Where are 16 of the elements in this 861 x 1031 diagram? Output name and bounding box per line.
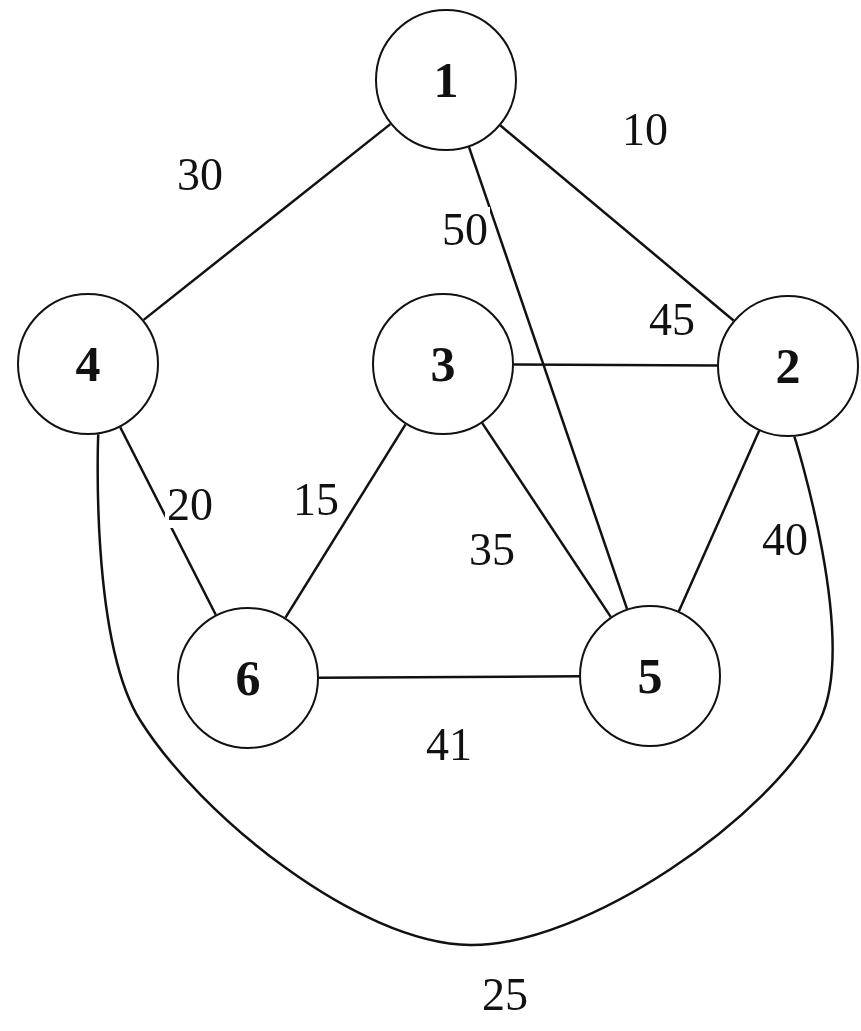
edge-line [284, 423, 407, 619]
node-label: 3 [430, 339, 456, 389]
edge-line [514, 363, 717, 367]
node-label: 2 [775, 341, 801, 391]
node-label: 5 [637, 651, 663, 701]
node-label: 6 [235, 653, 261, 703]
node-label: 4 [75, 339, 101, 389]
edge-line [119, 426, 217, 616]
edge-line [319, 675, 579, 679]
node-label: 1 [433, 55, 459, 105]
edge-line [467, 146, 629, 610]
edge-line [481, 422, 612, 618]
edge-line [677, 430, 761, 612]
edge-line [142, 123, 392, 321]
edge-line [96, 434, 834, 947]
edge-line [499, 124, 735, 322]
